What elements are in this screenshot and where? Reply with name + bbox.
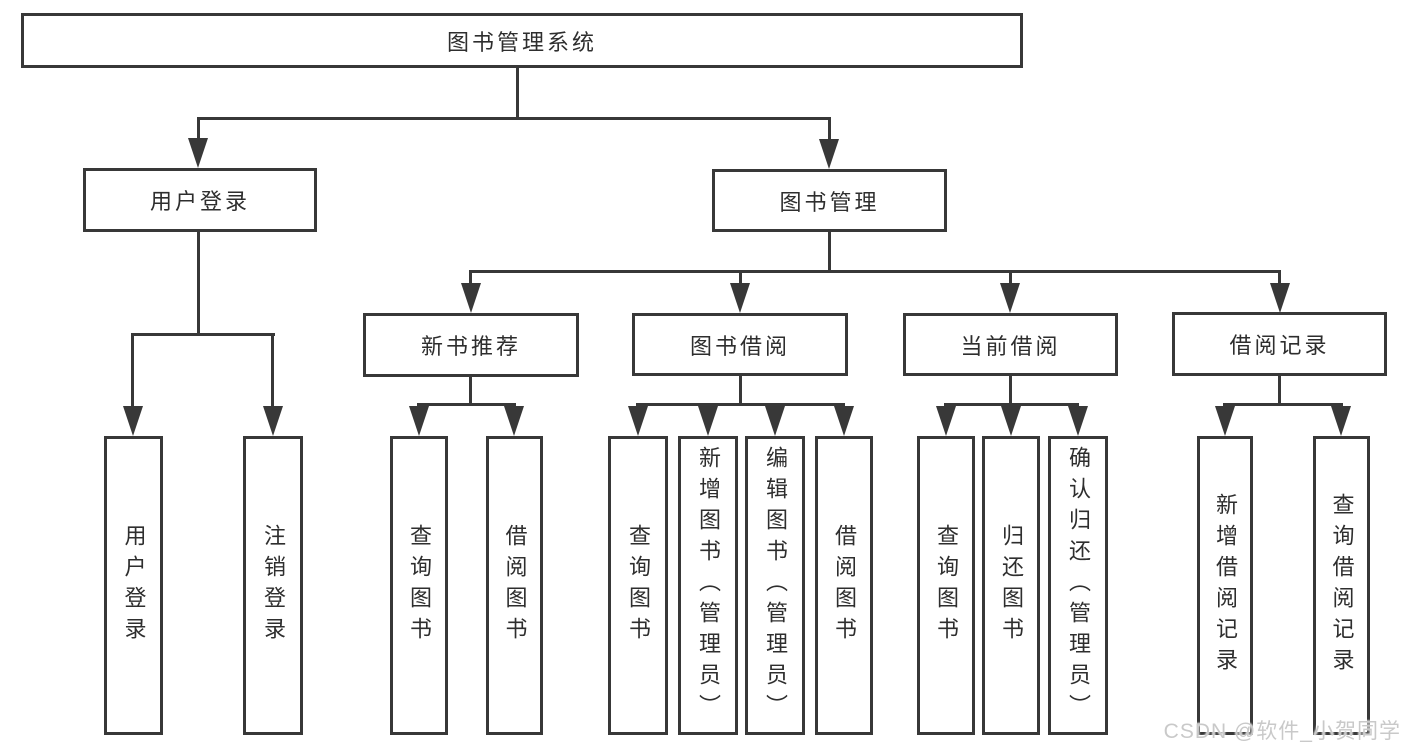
leaf-query-book-2: 查询图书 bbox=[608, 436, 668, 735]
connector-line bbox=[1223, 403, 1343, 406]
connector-line bbox=[739, 376, 742, 405]
node-borrow-record-label: 借阅记录 bbox=[1229, 333, 1330, 358]
node-user-login: 用户登录 bbox=[83, 168, 317, 232]
leaf-add-book-admin: 新增图书（管理员） bbox=[678, 436, 738, 735]
leaf-query-book-1-label: 查询图书 bbox=[407, 523, 432, 648]
connector-line bbox=[197, 232, 200, 335]
leaf-borrow-book-1: 借阅图书 bbox=[486, 436, 543, 735]
leaf-add-borrow-record-label: 新增借阅记录 bbox=[1213, 492, 1238, 679]
node-root-label: 图书管理系统 bbox=[446, 29, 597, 55]
arrowhead bbox=[409, 406, 429, 436]
connector-line bbox=[828, 117, 831, 147]
leaf-query-book-3: 查询图书 bbox=[917, 436, 975, 735]
leaf-borrow-book-1-label: 借阅图书 bbox=[502, 523, 528, 648]
arrowhead bbox=[1001, 406, 1021, 436]
arrowhead bbox=[263, 406, 283, 436]
arrowhead bbox=[730, 283, 750, 313]
arrowhead bbox=[188, 138, 208, 168]
connector-line bbox=[944, 403, 1079, 406]
leaf-user-login-label: 用户登录 bbox=[121, 523, 147, 648]
leaf-query-book-3-label: 查询图书 bbox=[934, 523, 959, 648]
leaf-add-borrow-record: 新增借阅记录 bbox=[1197, 436, 1253, 735]
node-current-borrow: 当前借阅 bbox=[903, 313, 1118, 376]
connector-line bbox=[469, 270, 472, 286]
connector-line bbox=[1009, 270, 1012, 286]
arrowhead bbox=[936, 406, 956, 436]
arrowhead bbox=[1331, 406, 1351, 436]
leaf-borrow-book-2-label: 借阅图书 bbox=[832, 523, 857, 648]
connector-line bbox=[1009, 376, 1012, 405]
leaf-user-login: 用户登录 bbox=[104, 436, 163, 735]
node-book-borrow: 图书借阅 bbox=[632, 313, 848, 376]
arrowhead bbox=[765, 406, 785, 436]
leaf-query-book-2-label: 查询图书 bbox=[626, 523, 651, 648]
leaf-logout-label: 注销登录 bbox=[261, 523, 286, 648]
leaf-edit-book-admin: 编辑图书（管理员） bbox=[745, 436, 805, 735]
connector-line bbox=[131, 333, 134, 411]
arrowhead bbox=[1000, 283, 1020, 313]
leaf-return-book-label: 归还图书 bbox=[999, 523, 1024, 648]
node-borrow-record: 借阅记录 bbox=[1172, 312, 1387, 376]
leaf-borrow-book-2: 借阅图书 bbox=[815, 436, 873, 735]
leaf-query-book-1: 查询图书 bbox=[390, 436, 448, 735]
arrowhead bbox=[628, 406, 648, 436]
connector-line bbox=[828, 232, 831, 273]
arrowhead bbox=[834, 406, 854, 436]
leaf-confirm-return-admin: 确认归还（管理员） bbox=[1048, 436, 1108, 735]
leaf-query-borrow-record-label: 查询借阅记录 bbox=[1329, 492, 1355, 679]
arrowhead bbox=[461, 283, 481, 313]
arrowhead bbox=[504, 406, 524, 436]
arrowhead bbox=[1215, 406, 1235, 436]
leaf-add-book-admin-label: 新增图书（管理员） bbox=[696, 446, 721, 725]
node-new-book-recommend-label: 新书推荐 bbox=[420, 334, 521, 359]
node-root: 图书管理系统 bbox=[21, 13, 1023, 68]
node-book-management-label: 图书管理 bbox=[779, 189, 880, 215]
connector-line bbox=[271, 333, 274, 411]
connector-line bbox=[1278, 376, 1281, 405]
leaf-query-borrow-record: 查询借阅记录 bbox=[1313, 436, 1370, 735]
connector-line bbox=[636, 403, 845, 406]
connector-line bbox=[197, 117, 831, 120]
watermark: CSDN @软件_小贺同学 bbox=[1163, 720, 1401, 743]
arrowhead bbox=[819, 139, 839, 169]
arrowhead bbox=[1068, 406, 1088, 436]
node-new-book-recommend: 新书推荐 bbox=[363, 313, 579, 377]
leaf-confirm-return-admin-label: 确认归还（管理员） bbox=[1066, 446, 1091, 725]
connector-line bbox=[516, 68, 519, 120]
connector-line bbox=[470, 270, 1281, 273]
leaf-return-book: 归还图书 bbox=[982, 436, 1040, 735]
node-user-login-label: 用户登录 bbox=[149, 189, 250, 214]
arrowhead bbox=[123, 406, 143, 436]
connector-line bbox=[739, 270, 742, 286]
connector-line bbox=[469, 376, 472, 405]
node-current-borrow-label: 当前借阅 bbox=[960, 333, 1061, 359]
leaf-edit-book-admin-label: 编辑图书（管理员） bbox=[763, 446, 788, 725]
connector-line bbox=[1278, 270, 1281, 286]
arrowhead bbox=[698, 406, 718, 436]
connector-line bbox=[131, 333, 275, 336]
connector-line bbox=[417, 403, 516, 406]
connector-line bbox=[197, 117, 200, 147]
arrowhead bbox=[1270, 283, 1290, 313]
node-book-management: 图书管理 bbox=[712, 169, 947, 232]
node-book-borrow-label: 图书借阅 bbox=[689, 333, 790, 359]
leaf-logout: 注销登录 bbox=[243, 436, 303, 735]
